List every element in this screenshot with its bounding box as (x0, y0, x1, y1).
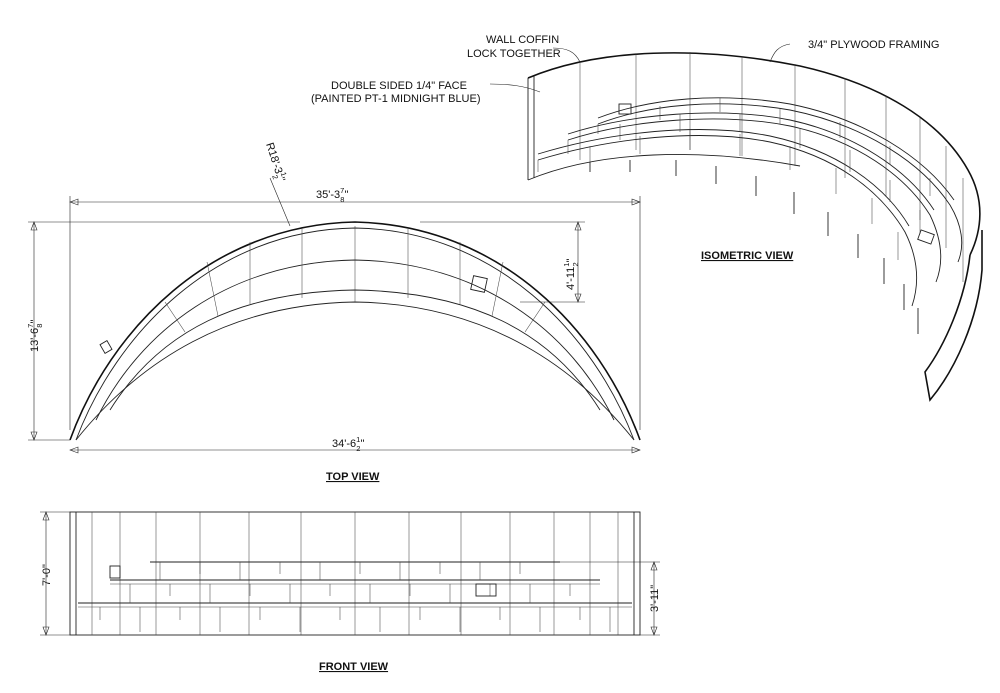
iso-tier-1-front (597, 103, 963, 263)
iso-panel-opening-right (917, 229, 935, 245)
top-tier-2 (109, 289, 601, 411)
iso-tier-3-front (537, 135, 918, 307)
view-title-top: TOP VIEW (326, 471, 380, 483)
note-face-line1: DOUBLE SIDED 1/4" FACE (331, 80, 467, 92)
top-end-block (99, 340, 113, 354)
iso-tier-2-riser (567, 114, 921, 234)
top-panel-opening (470, 275, 488, 293)
front-riser-steps (99, 562, 611, 632)
dim-inner-depth: 4'-1112" (562, 258, 580, 290)
iso-tier-1-riser (597, 98, 931, 196)
front-panel-opening (475, 583, 497, 597)
iso-wall-top (527, 52, 981, 256)
iso-support-legs (589, 160, 919, 334)
note-plywood-framing: 3/4" PLYWOOD FRAMING (808, 39, 939, 51)
front-view: 7'-0" 3'-11" (40, 511, 661, 636)
iso-tier-2-front (567, 118, 942, 283)
iso-tier-2-back (567, 112, 935, 211)
top-tier-3 (75, 301, 635, 441)
leader-wall-coffin (552, 47, 581, 63)
isometric-view (527, 52, 983, 402)
dim-overall-width-line (69, 196, 641, 430)
top-outer-arc (69, 221, 641, 441)
dim-step-height: 3'-11" (649, 585, 661, 612)
view-title-front: FRONT VIEW (319, 661, 389, 673)
iso-panel-opening-left (618, 103, 632, 115)
dim-inner-depth-line (420, 221, 585, 303)
iso-wall-bottom (527, 154, 801, 181)
front-panel-seams (91, 512, 619, 635)
view-title-isometric: ISOMETRIC VIEW (701, 250, 794, 262)
iso-tier-1-back (597, 97, 955, 201)
dim-radius-leader (269, 177, 291, 227)
dim-radius: R18'-312" (260, 140, 290, 184)
dim-height: 7'-0" (41, 564, 53, 586)
dim-height-line (40, 511, 70, 636)
dim-depth: 13'-678" (26, 320, 44, 352)
front-end-block (109, 565, 121, 579)
top-radial-seams (164, 226, 546, 333)
note-wall-coffin: WALL COFFIN (486, 34, 559, 46)
leader-plywood (769, 43, 791, 63)
dim-depth-line (28, 221, 300, 441)
note-face-line2: (PAINTED PT-1 MIDNIGHT BLUE) (311, 93, 481, 105)
iso-tier-3-riser (537, 130, 899, 260)
dim-chord-width-line (69, 446, 641, 454)
dim-step-height-line (560, 561, 660, 636)
leader-face (489, 83, 541, 93)
iso-tier-3-back (537, 129, 910, 227)
note-lock-together: LOCK TOGETHER (467, 48, 561, 60)
iso-wall-right (924, 230, 983, 402)
iso-wall-seams (579, 52, 964, 282)
